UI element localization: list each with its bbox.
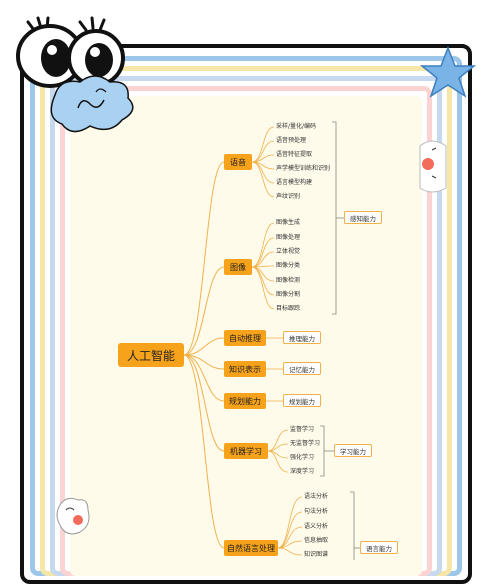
face-sticker-icon — [419, 140, 447, 193]
leaf-item: 句法分析 — [304, 508, 329, 515]
leaf-item: 深度学习 — [290, 468, 315, 475]
leaf-item: 采样/量化/编码 — [276, 123, 317, 130]
leaf-item: 监督学习 — [290, 426, 315, 433]
branch-machine-learning: 机器学习 — [224, 443, 268, 459]
leaf-item: 图像分类 — [276, 262, 301, 269]
leaf-item: 语言模型构建 — [276, 179, 313, 186]
leaf-connectors — [251, 126, 303, 556]
leaf-item: 语音特征提取 — [276, 151, 313, 158]
group-planning-tag: 规划能力 — [283, 394, 321, 407]
leaf-item: 无监督学习 — [290, 440, 321, 447]
branch-planning: 规划能力 — [224, 393, 266, 409]
leaf-item: 图像检测 — [276, 277, 301, 284]
leaf-item: 声学模型训练和识别 — [276, 165, 331, 172]
branch-speech: 语音 — [224, 154, 252, 170]
group-reasoning-tag: 推理能力 — [283, 331, 321, 344]
group-language-tag: 语言能力 — [360, 541, 398, 554]
leaf-item: 语法分析 — [304, 493, 329, 500]
branch-knowledge-representation: 知识表示 — [224, 361, 266, 377]
leaf-item: 立体视觉 — [276, 248, 301, 255]
leaf-item: 信息抽取 — [304, 537, 329, 544]
root-connectors — [183, 161, 225, 549]
decorations-and-connectors — [16, 16, 477, 560]
branch-image: 图像 — [224, 259, 252, 275]
leaf-item: 知识图谱 — [304, 551, 329, 558]
leaf-item: 语义分析 — [304, 523, 329, 530]
group-memory-tag: 记忆能力 — [283, 362, 321, 375]
star-sticker-icon — [419, 45, 477, 98]
cartoon-eyes-icon — [16, 16, 125, 88]
group-brackets — [320, 121, 360, 560]
leaf-item: 强化学习 — [290, 454, 315, 461]
leaf-item: 图像生成 — [276, 219, 301, 226]
group-learning-tag: 学习能力 — [334, 444, 372, 457]
root-node: 人工智能 — [118, 343, 184, 367]
branch-nlp: 自然语言处理 — [224, 540, 278, 556]
leaf-item: 图像分割 — [276, 291, 301, 298]
group-perception-tag: 感知能力 — [344, 211, 382, 224]
face-sticker-bottom-icon — [56, 497, 90, 535]
leaf-item: 语音预处理 — [276, 137, 307, 144]
leaf-item: 声纹识别 — [276, 193, 301, 200]
leaf-item: 目标跟踪 — [276, 305, 301, 312]
branch-auto-reasoning: 自动推理 — [224, 330, 266, 346]
cloud-sticker-icon — [50, 75, 134, 133]
leaf-item: 图像处理 — [276, 234, 301, 241]
